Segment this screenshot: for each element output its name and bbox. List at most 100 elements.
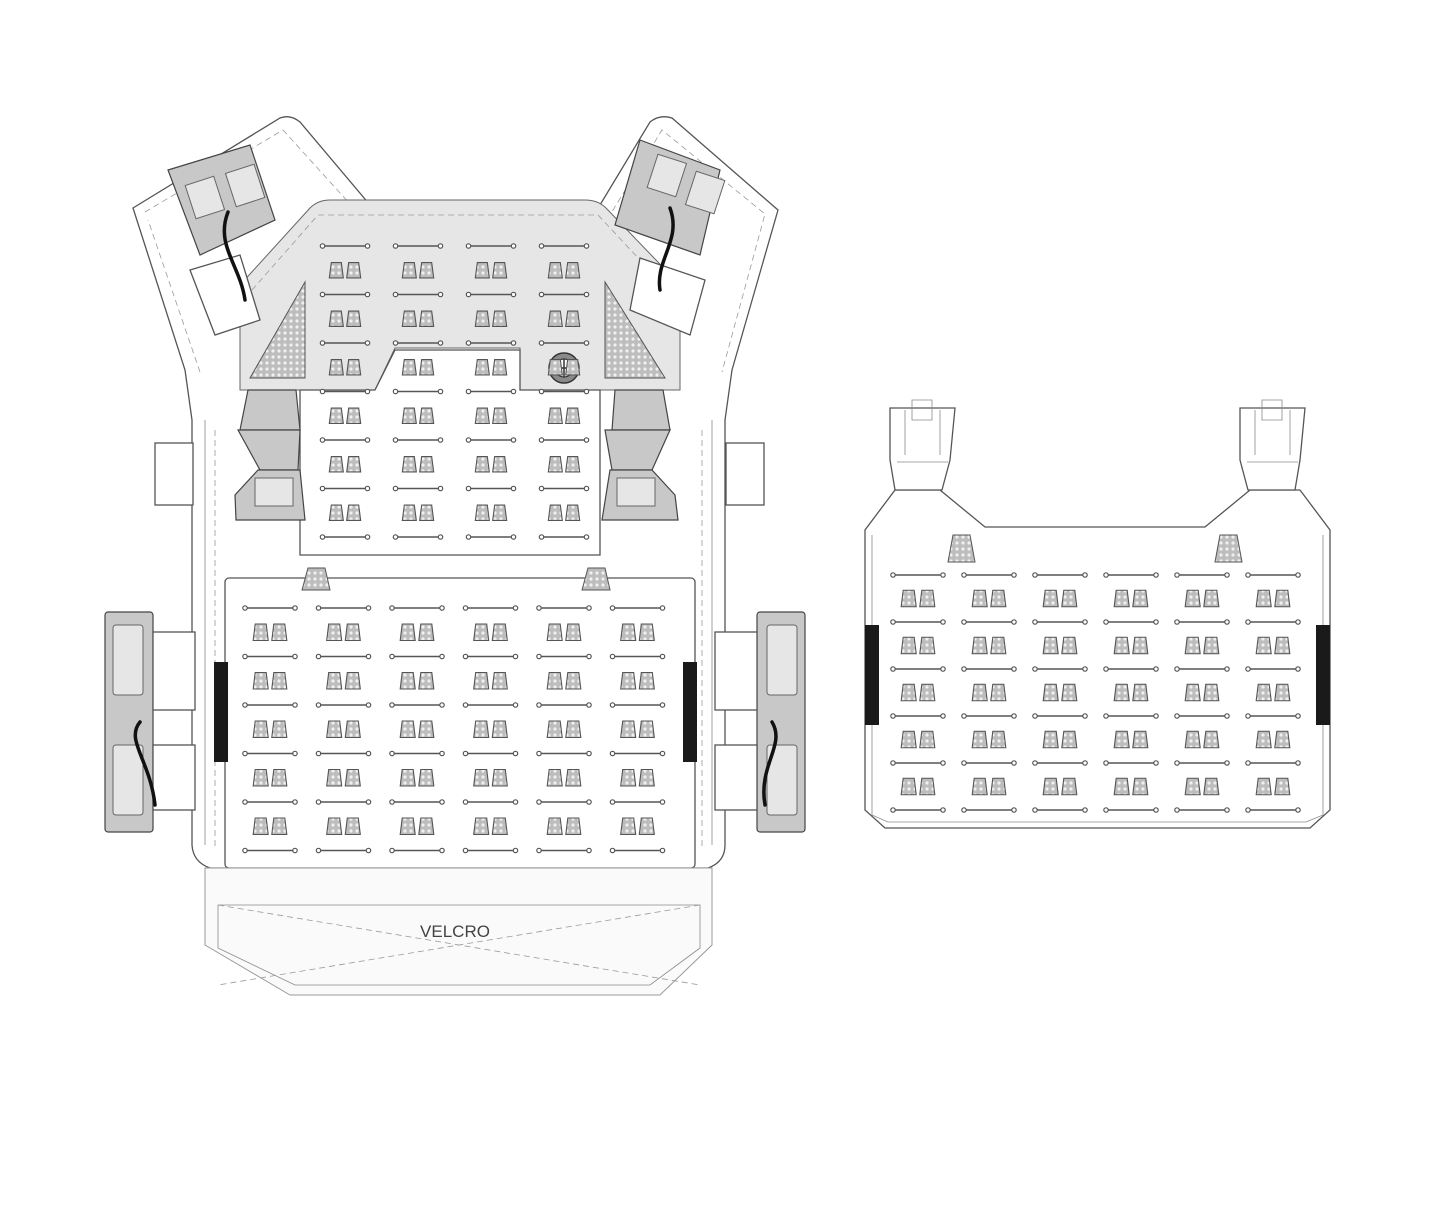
ventilation-hex-icon [252, 720, 288, 739]
ventilation-hex-icon [252, 623, 288, 642]
molle-slot-icon [465, 291, 517, 298]
molle-slot-icon [389, 702, 445, 708]
molle-slot-icon [536, 605, 592, 611]
molle-slot-icon [1245, 619, 1301, 625]
molle-slot-icon [538, 243, 590, 249]
right-chest-buckle [601, 389, 679, 521]
molle-slot-icon [1032, 760, 1088, 766]
left-shoulder-buckle [167, 144, 276, 336]
molle-slot-icon [536, 847, 592, 854]
ventilation-hex-icon [401, 262, 435, 279]
ventilation-hex-icon [401, 456, 435, 473]
ventilation-hex-icon [1255, 683, 1291, 702]
molle-slot-icon [961, 666, 1017, 672]
molle-slot-icon [319, 534, 371, 540]
ventilation-hex-icon [1042, 683, 1078, 702]
right-placard-clip [1239, 399, 1306, 491]
molle-slot-icon [538, 485, 590, 492]
molle-slot-icon [1174, 572, 1230, 578]
molle-slot-icon [315, 653, 372, 660]
right-side-tab [725, 442, 765, 506]
ventilation-hex-icon [547, 407, 581, 424]
molle-slot-icon [465, 437, 517, 443]
molle-slot-icon [462, 750, 519, 757]
left-chest-buckle [234, 389, 306, 521]
ventilation-hex-icon [473, 817, 508, 836]
molle-slot-icon [315, 799, 372, 805]
molle-slot-icon [462, 653, 519, 660]
shock-cord-icon [762, 720, 778, 807]
ventilation-hex-icon [900, 730, 936, 749]
ventilation-hex-icon [900, 589, 936, 608]
ventilation-hex-icon [546, 768, 582, 787]
molle-slot-icon [319, 340, 371, 346]
ventilation-hex-icon [546, 817, 582, 836]
left-cummerbund-buckle [104, 611, 196, 833]
molle-slot-icon [242, 653, 298, 660]
molle-slot-icon [242, 799, 298, 805]
ventilation-hex-icon [328, 456, 362, 473]
shock-cord-icon [133, 720, 157, 807]
molle-slot-icon [961, 572, 1017, 578]
molle-slot-icon [961, 619, 1017, 625]
ventilation-hex-icon [1255, 589, 1291, 608]
ventilation-hex-icon [1042, 589, 1078, 608]
ventilation-hex-icon [328, 359, 362, 376]
ventilation-hex-icon [252, 671, 288, 690]
molle-slot-icon [392, 340, 444, 346]
ventilation-hex-icon [328, 504, 362, 521]
ventilation-hex-icon [473, 768, 508, 787]
molle-slot-icon [319, 388, 371, 395]
molle-slot-icon [462, 847, 519, 854]
molle-slot-icon [392, 291, 444, 298]
ventilation-hex-icon [620, 671, 655, 690]
molle-slot-icon [1032, 619, 1088, 625]
ventilation-hex-icon [900, 683, 936, 702]
molle-slot-icon [1103, 666, 1159, 672]
ventilation-hex-icon [1042, 636, 1078, 655]
ventilation-hex-icon [1184, 777, 1220, 796]
molle-slot-icon [1245, 572, 1301, 578]
molle-slot-icon [536, 653, 592, 660]
ventilation-hex-icon [474, 456, 508, 473]
molle-slot-icon [242, 750, 298, 757]
ventilation-hex-icon [328, 407, 362, 424]
molle-slot-icon [465, 243, 517, 249]
molle-slot-icon [890, 760, 946, 766]
ventilation-hex-icon [401, 504, 435, 521]
molle-slot-icon [1245, 807, 1301, 813]
ventilation-hex-icon [1113, 636, 1149, 655]
molle-slot-icon [315, 605, 372, 611]
ventilation-hex-icon [473, 720, 508, 739]
ventilation-hex-icon [399, 817, 435, 836]
molle-slot-icon [961, 760, 1017, 766]
molle-slot-icon [1032, 807, 1088, 813]
ventilation-hex-icon [900, 777, 936, 796]
right-cummerbund-buckle [714, 611, 806, 833]
molle-slot-icon [242, 847, 298, 854]
ventilation-hex-icon [473, 671, 508, 690]
ventilation-hex-icon [399, 671, 435, 690]
ventilation-hex-icon [547, 310, 581, 327]
ventilation-hex-icon [326, 817, 361, 836]
molle-slot-icon [1032, 572, 1088, 578]
molle-slot-icon [1174, 666, 1230, 672]
ventilation-hex-icon [326, 623, 361, 642]
molle-slot-icon [1032, 666, 1088, 672]
ventilation-hex-icon [401, 310, 435, 327]
molle-slot-icon [315, 847, 372, 854]
left-mesh-vent [249, 280, 306, 379]
ventilation-hex-icon [547, 262, 581, 279]
molle-slot-icon [1103, 713, 1159, 719]
ventilation-hex-icon [474, 262, 508, 279]
molle-slot-icon [462, 605, 519, 611]
placard-left-strip [865, 625, 879, 725]
ventilation-hex-icon [474, 504, 508, 521]
molle-slot-icon [389, 605, 445, 611]
molle-slot-icon [961, 713, 1017, 719]
ventilation-hex-icon [546, 671, 582, 690]
molle-slot-icon [1174, 619, 1230, 625]
ventilation-hex-icon [401, 407, 435, 424]
ventilation-hex-icon [399, 623, 435, 642]
left-side-tab [154, 442, 194, 506]
